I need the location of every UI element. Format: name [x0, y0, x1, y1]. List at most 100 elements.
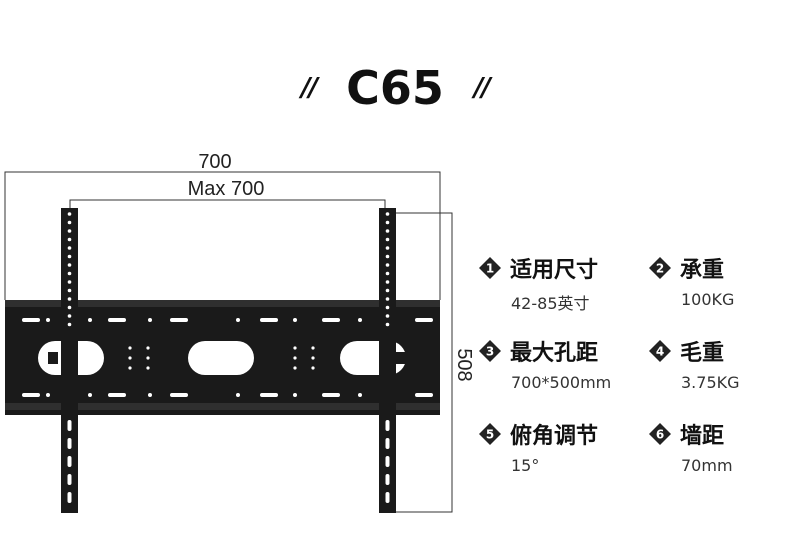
arm-hole — [67, 212, 72, 216]
arm-hole — [67, 254, 72, 259]
inner-width-label: Max 700 — [188, 178, 265, 200]
spec-label: 俯角调节 — [510, 424, 599, 449]
plate-slot — [260, 318, 278, 322]
plate-slot — [322, 318, 340, 322]
arm-hole — [67, 246, 72, 250]
header: // C65 // — [0, 58, 790, 118]
slash-decoration-left: // — [301, 73, 318, 103]
arm-hole — [67, 305, 72, 310]
arm-hole — [385, 280, 390, 284]
arm-hole — [385, 305, 390, 310]
number-4-icon: 4 — [649, 340, 671, 362]
spec-label: 最大孔距 — [510, 341, 599, 366]
arm-hole — [67, 237, 72, 242]
arm-hole — [385, 322, 390, 327]
vesa-hole — [293, 346, 297, 350]
vesa-hole — [146, 346, 150, 350]
spec-label: 适用尺寸 — [510, 258, 599, 283]
spec-value: 42-85英寸 — [511, 294, 590, 313]
plate-hole — [358, 393, 362, 397]
arm-slot — [385, 420, 390, 431]
arm-slot — [67, 492, 72, 503]
spec-item-2: 2 承重 100KG — [648, 252, 790, 309]
spec-value: 700*500mm — [511, 373, 612, 392]
vertical-arm-right — [379, 208, 396, 513]
number-2-icon: 2 — [649, 257, 671, 279]
plate-slot — [415, 393, 433, 397]
slash-decoration-right: // — [473, 73, 491, 103]
vesa-hole — [311, 356, 315, 360]
plate-slot — [415, 318, 433, 322]
arm-hole — [67, 314, 72, 318]
spec-label: 毛重 — [680, 341, 725, 366]
number-3-icon: 3 — [479, 340, 501, 362]
vesa-hole — [293, 366, 297, 370]
number-1-icon: 1 — [479, 257, 501, 279]
plate-hole — [88, 318, 92, 322]
vesa-hole — [128, 366, 132, 370]
spec-item-6: 6 墙距 70mm — [648, 418, 790, 475]
spec-value: 100KG — [681, 290, 735, 309]
spec-item-3: 3 最大孔距 700*500mm — [478, 335, 638, 392]
arm-hole — [385, 212, 390, 216]
spec-item-1: 1 适用尺寸 42-85英寸 — [478, 252, 638, 314]
svg-text:4: 4 — [656, 345, 664, 359]
spec-label: 墙距 — [680, 424, 725, 449]
arm-hole — [67, 271, 72, 276]
svg-text:6: 6 — [656, 428, 664, 442]
plate-slot — [108, 318, 126, 322]
spec-value: 15° — [511, 456, 540, 475]
arm-slot — [385, 456, 390, 467]
spec-label: 承重 — [680, 258, 725, 283]
arm-slot — [385, 438, 390, 449]
model-title: C65 — [346, 61, 444, 115]
arm-hole — [385, 314, 390, 318]
plate-slot — [22, 318, 40, 322]
plate-hole — [46, 318, 50, 322]
vesa-hole — [311, 366, 315, 370]
plate-slot — [22, 393, 40, 397]
arm-slot — [67, 420, 72, 431]
plate-slot — [108, 393, 126, 397]
arm-hole — [67, 263, 72, 267]
arm-hole — [385, 246, 390, 250]
arm-hole — [67, 288, 72, 293]
svg-text:5: 5 — [486, 428, 494, 442]
plate-slot — [260, 393, 278, 397]
spec-value: 3.75KG — [681, 373, 740, 392]
plate-hole — [236, 393, 240, 397]
outer-width-dimension-line — [4, 171, 441, 300]
arm-hole — [385, 229, 390, 233]
number-6-icon: 6 — [649, 423, 671, 445]
arm-hole — [67, 297, 72, 301]
vesa-hole — [311, 346, 315, 350]
number-5-icon: 5 — [479, 423, 501, 445]
arm-hole — [67, 229, 72, 233]
plate-hole — [88, 393, 92, 397]
arm-hole — [67, 220, 72, 225]
arm-slot — [67, 474, 72, 485]
arm-hole — [385, 271, 390, 276]
spec-value: 70mm — [681, 456, 733, 475]
inner-width-dimension-line — [69, 199, 386, 208]
arm-slot — [67, 456, 72, 467]
vesa-hole — [146, 366, 150, 370]
arm-hole — [385, 288, 390, 293]
svg-text:1: 1 — [486, 262, 494, 276]
plate-slot — [170, 318, 188, 322]
plate-hole — [148, 393, 152, 397]
arm-hole — [385, 263, 390, 267]
plate-slot — [170, 393, 188, 397]
plate-hole — [46, 393, 50, 397]
height-dimension-line — [395, 212, 453, 513]
arm-hole — [385, 237, 390, 242]
vesa-hole — [128, 346, 132, 350]
plate-hole — [358, 318, 362, 322]
vesa-hole — [128, 356, 132, 360]
arm-hole — [385, 254, 390, 259]
vertical-arm-left — [61, 208, 78, 513]
outer-width-label: 700 — [198, 151, 231, 173]
spec-item-4: 4 毛重 3.75KG — [648, 335, 790, 392]
arm-hole — [385, 220, 390, 225]
